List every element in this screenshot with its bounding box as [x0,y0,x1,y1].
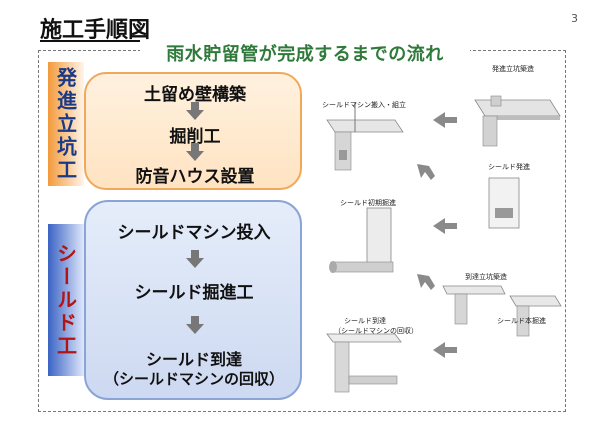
label-initial-excavation: シールド初期掘進 [340,199,396,207]
illustration-main-excavation [509,295,562,337]
label-machine-carry-in: シールドマシン搬入・組立 [322,101,406,109]
step-shield-machine-insert: シールドマシン投入 [117,223,271,243]
illustration-shield-start [488,177,520,229]
illustration-shield-arrival [326,333,402,393]
page-number: 3 [571,12,578,25]
illustration-shaft-construction [474,95,561,147]
left-arrow-icon [433,112,457,128]
step-soundproof-house: 防音ハウス設置 [135,167,255,187]
page-title: 施工手順図 [40,18,151,43]
illustration-initial-excavation [329,207,394,273]
down-arrow-icon [186,316,204,334]
construction-illustrations [326,95,562,393]
step-machine-recovery: （シールドマシンの回収） [103,370,284,388]
left-arrow-icon [433,342,457,358]
illustration-arrival-shaft [442,285,506,325]
down-right-arrow-icon [417,164,435,180]
illustration-machine-carry-in [326,102,404,171]
flow-arrows [417,112,457,358]
label-machine-recovery: （シールドマシンの回収） [334,327,418,335]
phase-box-shaft [84,72,302,190]
down-arrow-icon [186,143,204,161]
phase-label-shaft: 発進立坑工 [48,62,84,186]
down-arrow-icon [186,250,204,268]
left-arrow-icon [433,218,457,234]
label-main-excavation: シールド本掘進 [497,317,546,325]
label-shield-start: シールド発進 [488,163,530,171]
section-subtitle: 雨水貯留管が完成するまでの流れ [140,40,470,66]
label-shaft-construction: 発進立坑築造 [492,65,534,73]
down-right-arrow-icon [417,274,435,290]
label-shield-arrival: シールド到達 [344,317,386,325]
step-excavation: 掘削工 [169,127,221,147]
step-shield-tunneling: シールド掘進工 [134,283,254,303]
step-shield-arrival: シールド到達 [145,350,242,369]
down-arrow-icon [186,102,204,120]
phase-label-shield: シールド工 [48,224,84,376]
phase-box-shield [84,200,302,400]
label-arrival-shaft: 到達立坑築造 [465,273,507,281]
step-earth-retaining-wall: 土留め壁構築 [144,85,246,105]
